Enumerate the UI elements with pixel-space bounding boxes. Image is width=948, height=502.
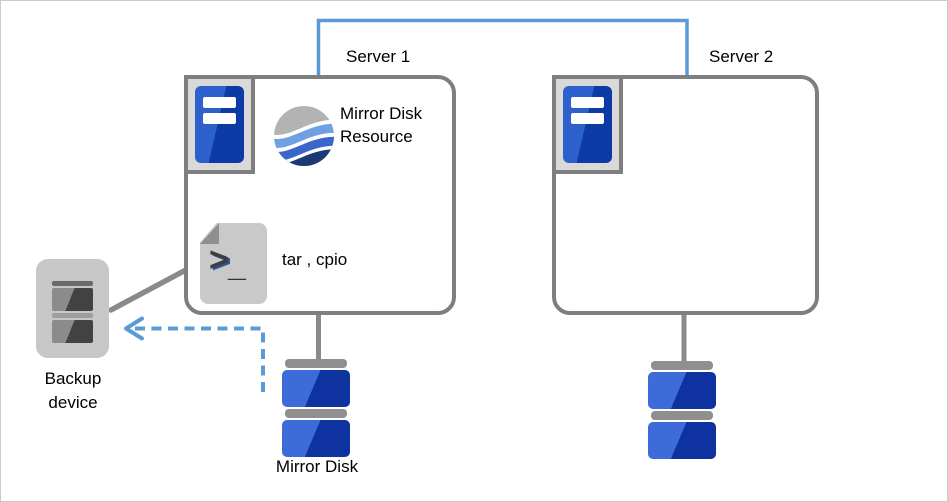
device-slot-bar	[52, 313, 93, 318]
cursor-glyph: _	[228, 247, 246, 283]
disk-separator	[651, 411, 713, 420]
backup-flow-dashed-line	[130, 326, 265, 392]
disk-platter	[282, 420, 350, 457]
server1-backup-line	[108, 261, 200, 313]
server-slot-bar	[571, 113, 604, 124]
backup-device-label: Backup device	[44, 369, 102, 412]
tape-slot-icon	[52, 320, 93, 343]
interconnect-line	[316, 18, 689, 79]
server2-label: Server 2	[709, 47, 774, 66]
server2-icon	[552, 75, 623, 174]
server-slot-bar	[203, 113, 236, 124]
disk-platter	[282, 370, 350, 407]
prompt-glyph: >	[209, 241, 229, 279]
mirror-disk-label: Mirror Disk	[275, 457, 359, 476]
server-slot-bar	[203, 97, 236, 108]
backup-commands-label: tar , cpio	[282, 250, 348, 269]
disk-platter	[648, 422, 716, 459]
tape-slot-icon	[52, 288, 93, 311]
mirror-disk-resource-globe-icon	[274, 106, 334, 166]
server1-icon	[184, 75, 255, 174]
server-slot-bar	[571, 97, 604, 108]
disk-separator	[285, 409, 347, 418]
mirror-disk-stack-icon	[285, 359, 347, 368]
mirror-disk-resource-label: Mirror Disk Resource	[340, 104, 423, 146]
script-terminal-icon: > _	[200, 223, 267, 304]
server-tower-icon	[563, 86, 612, 163]
server-tower-icon	[195, 86, 244, 163]
server1-label: Server 1	[346, 47, 411, 66]
disk-platter	[648, 372, 716, 409]
device-slot-bar	[52, 281, 93, 286]
backup-flow-arrowhead-icon	[124, 316, 144, 341]
tape-backup-device-icon	[36, 259, 109, 358]
mirror-disk-stack-icon	[651, 361, 713, 370]
